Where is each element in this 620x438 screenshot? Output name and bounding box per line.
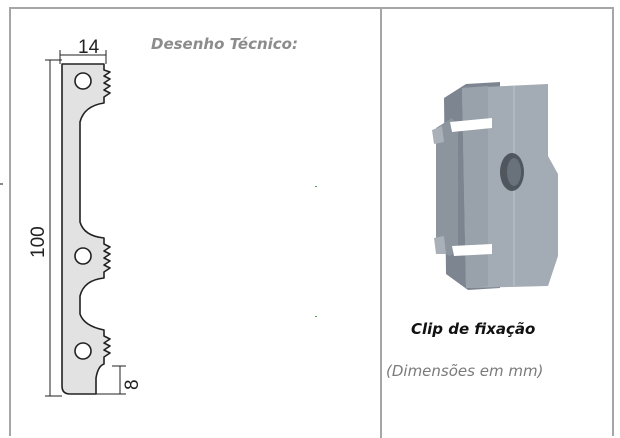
marker-dot (315, 316, 317, 317)
clip-profile (61, 63, 111, 395)
units-note: (Dimensões em mm) (386, 362, 544, 380)
dimension-offset-label: 8 (122, 379, 143, 390)
dimension-height-label: 100 (28, 226, 49, 258)
product-name: Clip de fixação (411, 320, 536, 338)
mounting-hole (74, 247, 92, 265)
marker-dot (315, 186, 317, 187)
dimension-width-label: 14 (78, 37, 100, 58)
mounting-hole (74, 342, 92, 360)
column-divider (380, 7, 382, 438)
mounting-hole (74, 72, 92, 90)
clip-photo (432, 82, 558, 290)
drawing-title: Desenho Técnico: (151, 35, 298, 53)
technical-drawing: 14 100 8 (28, 37, 143, 397)
table-frame (9, 7, 614, 436)
edge-tick (0, 183, 3, 185)
